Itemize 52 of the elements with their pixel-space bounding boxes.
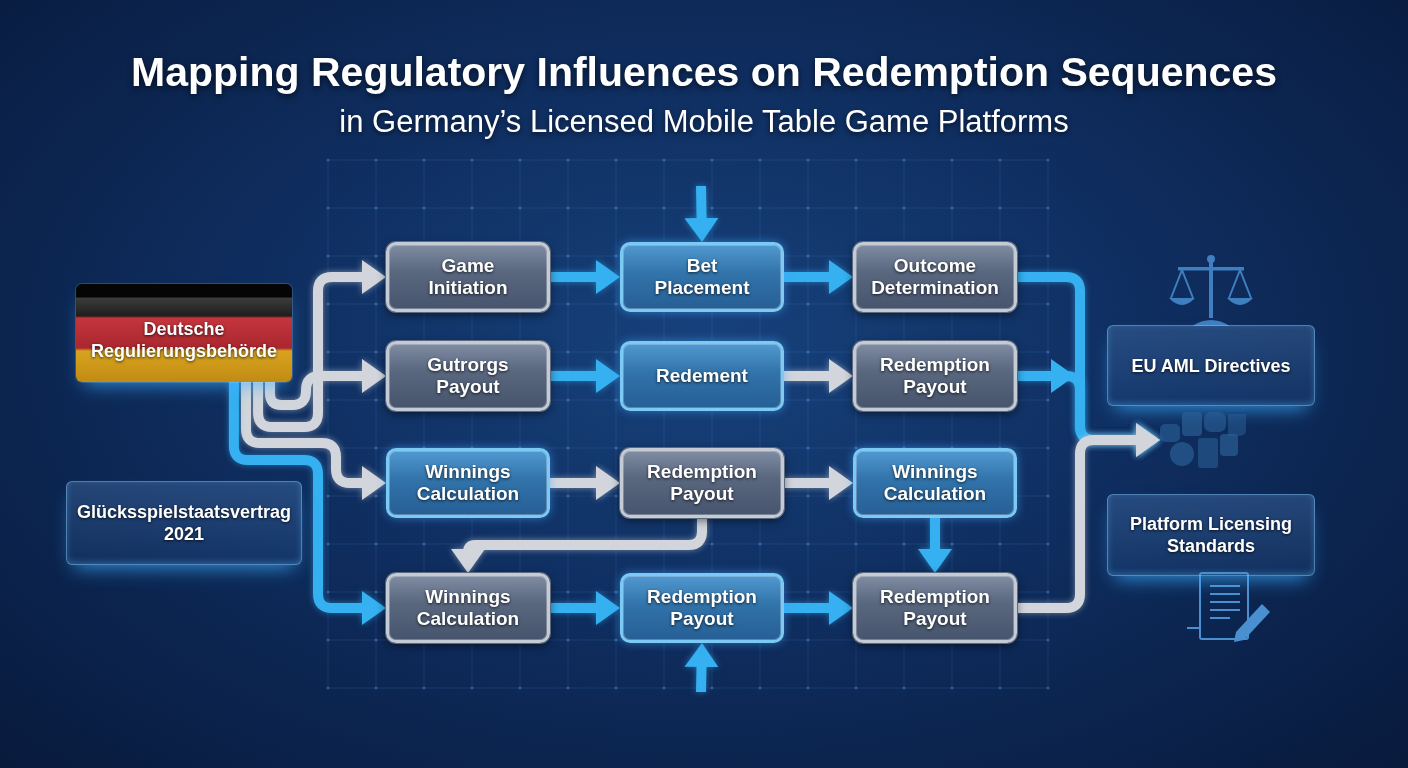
arrow	[451, 518, 707, 573]
arrow	[784, 359, 853, 393]
process-box	[620, 448, 784, 518]
node-label: Platform Licensing Standards	[1129, 513, 1293, 557]
arrow	[550, 260, 620, 294]
arrow	[684, 643, 719, 693]
node-label: Bet Placement	[654, 255, 750, 299]
diagram-subtitle: in Germany’s Licensed Mobile Table Game Platforms	[339, 104, 1069, 140]
process-box	[853, 341, 1017, 411]
process-box	[386, 242, 550, 312]
regulation-panel	[66, 481, 302, 565]
arrow	[241, 382, 386, 500]
arrow	[550, 466, 620, 500]
node-label: Redemption Payout	[880, 354, 990, 398]
process-box	[853, 242, 1017, 312]
node-label: Deutsche Regulierungsbehörde	[90, 318, 278, 362]
process-box	[386, 341, 550, 411]
process-box	[386, 573, 550, 643]
arrow	[550, 591, 620, 625]
node-label: Winnings Calculation	[883, 461, 987, 505]
node-label: Redemption Payout	[647, 461, 757, 505]
arrow	[918, 518, 952, 573]
process-box	[853, 573, 1017, 643]
node-label: EU AML Directives	[1131, 354, 1291, 377]
arrow	[253, 260, 386, 432]
node-label: Redemption Payout	[647, 586, 757, 630]
arrow	[784, 260, 853, 294]
arrow	[550, 359, 620, 393]
process-box	[853, 448, 1017, 518]
arrow	[264, 359, 386, 410]
arrow	[784, 466, 853, 500]
node-label: Gutrorgs Payout	[427, 354, 509, 398]
process-box	[620, 341, 784, 411]
node-label: Redemption Payout	[880, 586, 990, 630]
node-label: Glücksspielstaatsvertrag 2021	[75, 501, 293, 545]
node-label: Winnings Calculation	[416, 461, 520, 505]
process-box	[386, 448, 550, 518]
arrow	[1017, 423, 1160, 613]
arrow	[684, 185, 719, 242]
diagram-title: Mapping Regulatory Influences on Redemption Sequences	[131, 49, 1277, 96]
node-label: Redement	[656, 365, 748, 387]
regulation-panel	[1107, 494, 1315, 576]
node-label: Game Initiation	[428, 255, 508, 299]
node-label: Winnings Calculation	[416, 586, 520, 630]
arrow	[228, 382, 386, 625]
process-box	[620, 573, 784, 643]
process-box	[620, 242, 784, 312]
regulation-panel	[1107, 325, 1315, 406]
blocks-icon	[1160, 410, 1246, 470]
node-label: Outcome Determination	[871, 255, 999, 299]
arrow	[784, 591, 853, 625]
flag-panel	[76, 284, 292, 382]
